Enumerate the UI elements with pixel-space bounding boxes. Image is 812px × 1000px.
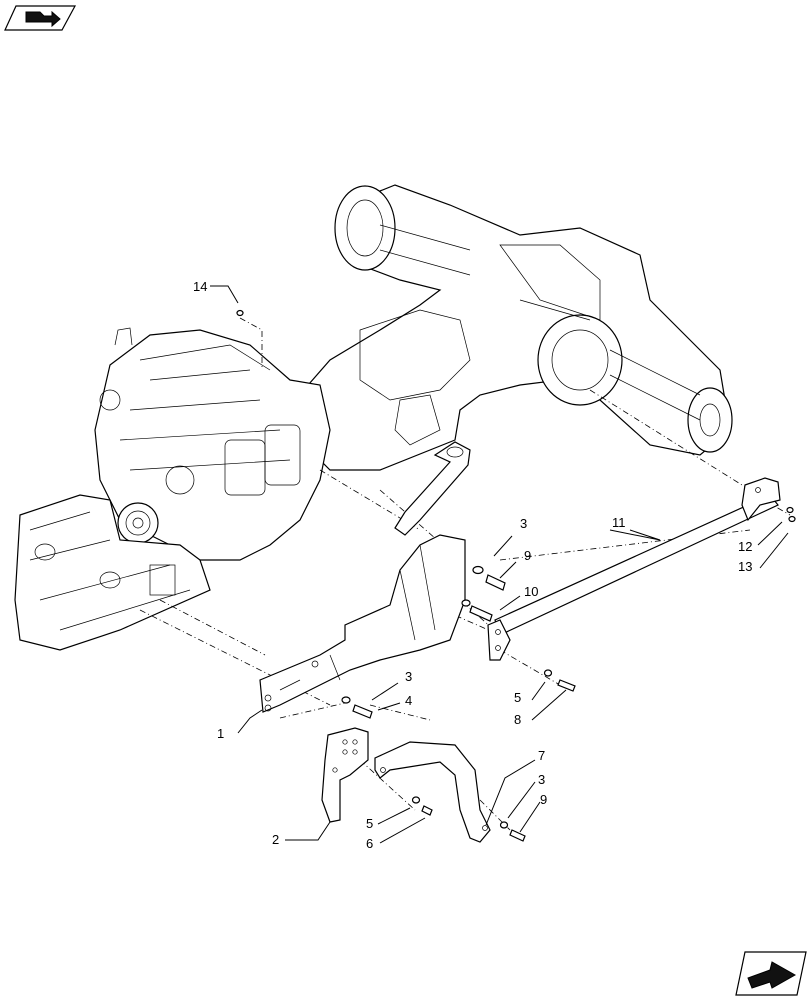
washer <box>341 696 351 704</box>
washer <box>411 796 421 804</box>
callout-14: 14 <box>193 279 207 294</box>
washer <box>786 506 794 514</box>
front-frame <box>14 494 211 651</box>
washer <box>461 599 471 607</box>
engine-assembly <box>94 327 331 561</box>
nut <box>788 515 796 523</box>
washer <box>543 669 553 677</box>
upper-link <box>394 441 471 536</box>
callout-labels: 14 3 9 10 11 12 13 3 4 1 5 8 2 5 6 7 3 9… <box>193 279 752 851</box>
support-bracket-part-1 <box>259 534 466 713</box>
callout-9: 9 <box>540 792 547 807</box>
bolt <box>509 829 526 842</box>
tie-rod-part-11 <box>487 477 781 661</box>
callout-6: 6 <box>366 836 373 851</box>
callout-2: 2 <box>272 832 279 847</box>
rear-axle-housing <box>294 184 733 471</box>
assembly-lines <box>139 317 791 831</box>
callout-9: 9 <box>524 548 531 563</box>
next-page-arrow-icon[interactable] <box>735 951 807 996</box>
callout-5: 5 <box>366 816 373 831</box>
callout-13: 13 <box>738 559 752 574</box>
bolt <box>485 574 506 591</box>
bolt <box>469 605 493 622</box>
plug <box>236 309 244 317</box>
callout-3: 3 <box>405 669 412 684</box>
callout-10: 10 <box>524 584 538 599</box>
callout-4: 4 <box>405 693 412 708</box>
plate-part-2 <box>321 727 369 823</box>
callout-3: 3 <box>538 772 545 787</box>
callout-8: 8 <box>514 712 521 727</box>
bolt <box>557 679 576 692</box>
bolt <box>352 704 373 719</box>
callout-5: 5 <box>514 690 521 705</box>
callout-3: 3 <box>520 516 527 531</box>
leader-lines <box>210 285 789 844</box>
bent-bracket-part-7 <box>374 741 491 843</box>
washer <box>472 565 484 575</box>
bolt <box>421 805 433 816</box>
fasteners <box>236 309 796 842</box>
callout-11: 11 <box>612 515 626 530</box>
callout-12: 12 <box>738 539 752 554</box>
book-arrow-icon[interactable] <box>4 5 77 31</box>
washer <box>499 821 509 829</box>
callout-7: 7 <box>538 748 545 763</box>
callout-1: 1 <box>217 726 224 741</box>
